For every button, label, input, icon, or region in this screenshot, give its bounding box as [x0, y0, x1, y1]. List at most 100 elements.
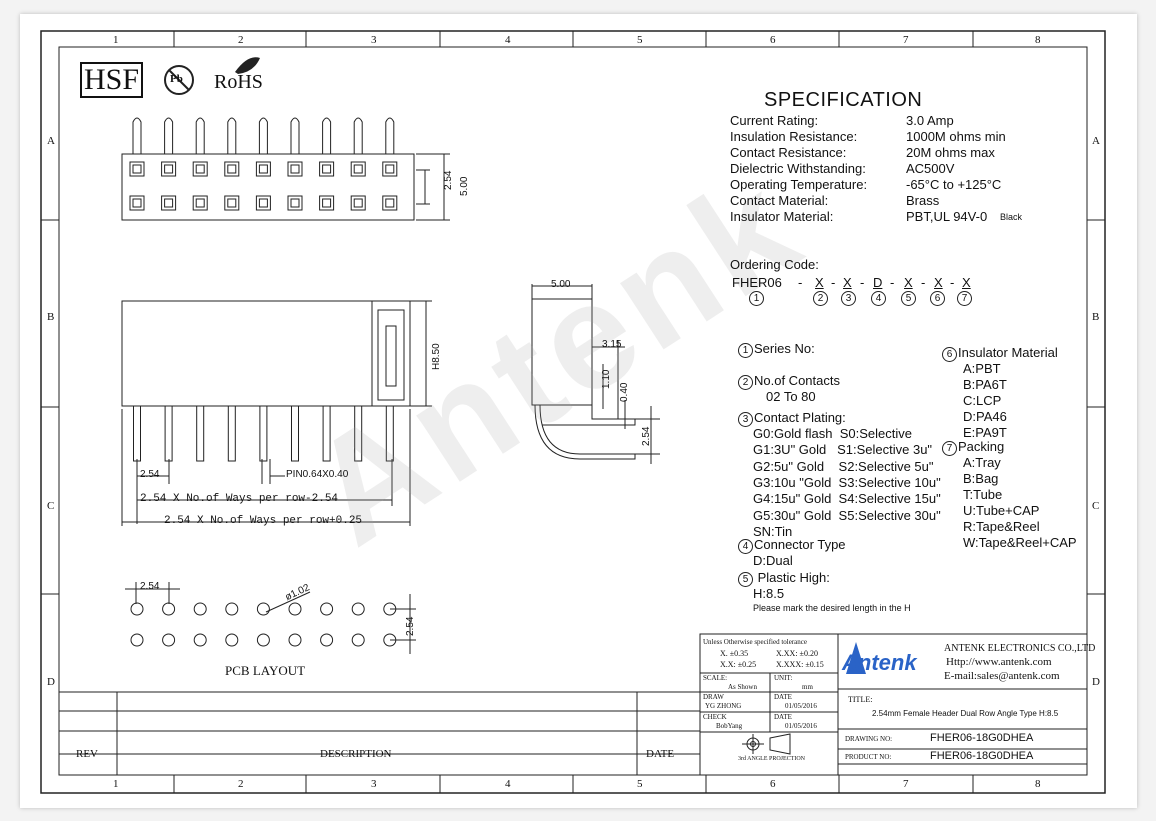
- ordering-number: 1: [749, 291, 764, 306]
- ordering-part: X: [815, 275, 824, 290]
- plating-item: G4:15u" Gold S4:Selective 15u": [753, 491, 941, 507]
- contact-hole: [164, 198, 174, 208]
- grid-col-bottom-1: 1: [113, 778, 119, 790]
- hsf-logo: HSF: [80, 62, 144, 98]
- ordering-part: X: [904, 275, 913, 290]
- spec-value: Brass: [906, 193, 940, 208]
- grid-col-bottom-6: 6: [770, 778, 776, 790]
- dim-side-110: 1.10: [601, 369, 612, 389]
- grid-col-top-3: 3: [371, 34, 377, 46]
- contact-hole: [290, 164, 300, 174]
- ordering-number: 3: [841, 291, 856, 306]
- scale-label: SCALE:: [703, 674, 728, 682]
- contact-hole: [322, 164, 332, 174]
- ordering-part: X: [934, 275, 943, 290]
- packing-item: T:Tube: [963, 487, 1003, 502]
- top-pin: [258, 117, 268, 154]
- contact-cell: [350, 195, 366, 211]
- front-pin: [385, 405, 394, 462]
- date-value-2: 01/05/2016: [785, 722, 817, 730]
- ordering-part: X: [962, 275, 971, 290]
- plating-item: G2:5u" Gold S2:Selective 5u": [753, 458, 934, 474]
- dim-side-254: 2.54: [641, 426, 652, 446]
- dim-side-315: 3.15: [602, 339, 622, 350]
- pcb-hole: [288, 602, 302, 616]
- grid-col-bottom-5: 5: [637, 778, 643, 790]
- contact-cell: [382, 161, 398, 177]
- dim-pcb-254a: 2.54: [140, 581, 160, 592]
- ordering-part: D: [873, 275, 883, 290]
- contact-cell: [287, 195, 303, 211]
- top-pin: [290, 117, 300, 154]
- insulator-item: D:PA46: [963, 409, 1007, 424]
- grid-col-top-4: 4: [505, 34, 511, 46]
- ordering-separator: -: [921, 275, 926, 290]
- tolerance-3: X.X: ±0.25: [720, 660, 757, 669]
- ordering-label: Ordering Code:: [730, 257, 819, 272]
- top-pin: [385, 117, 395, 154]
- tolerance-4: X.XXX: ±0.15: [776, 660, 824, 669]
- rev-header: REV: [76, 748, 98, 760]
- contact-cell: [161, 195, 177, 211]
- check-label: CHECK: [703, 713, 727, 721]
- option-high-value: H:8.5: [753, 586, 785, 601]
- draw-value: YG ZHONG: [705, 702, 742, 710]
- contact-cell: [192, 195, 208, 211]
- grid-row-left-D: D: [47, 676, 55, 688]
- plating-item: G0:Gold flash S0:Selective: [753, 426, 912, 441]
- top-pin: [164, 117, 174, 154]
- insulator-item: E:PA9T: [963, 425, 1007, 440]
- contact-hole: [195, 164, 205, 174]
- contact-hole: [322, 198, 332, 208]
- option-type-value: D:Dual: [753, 553, 793, 568]
- contact-hole: [164, 164, 174, 174]
- contact-cell: [350, 161, 366, 177]
- unit-value: mm: [802, 683, 813, 691]
- scale-value: As Shown: [728, 683, 757, 691]
- contact-cell: [287, 161, 303, 177]
- front-pin: [322, 405, 331, 462]
- pcb-hole: [320, 602, 334, 616]
- plating-item: G5:30u" Gold S5:Selective 30u": [753, 507, 941, 523]
- contact-hole: [132, 198, 142, 208]
- front-pin: [354, 405, 363, 462]
- contact-hole: [132, 164, 142, 174]
- unit-label: UNIT:: [774, 674, 793, 682]
- pcb-hole: [130, 602, 144, 616]
- title-label: TITLE:: [848, 695, 873, 704]
- pcb-hole: [193, 633, 207, 647]
- grid-col-top-8: 8: [1035, 34, 1041, 46]
- packing-item: W:Tape&Reel+CAP: [963, 535, 1077, 550]
- drawing-title: 2.54mm Female Header Dual Row Angle Type…: [872, 709, 1059, 718]
- packing-item: A:Tray: [963, 455, 1001, 470]
- pcb-hole: [162, 633, 176, 647]
- ordering-separator: -: [860, 275, 865, 290]
- check-value: BobYang: [716, 722, 743, 730]
- front-pin: [164, 405, 173, 462]
- dim-pitch: 2.54: [140, 469, 160, 480]
- grid-row-left-B: B: [47, 311, 55, 323]
- insulator-item: B:PA6T: [963, 377, 1007, 392]
- grid-col-bottom-2: 2: [238, 778, 244, 790]
- contact-hole: [227, 198, 237, 208]
- grid-col-bottom-4: 4: [505, 778, 511, 790]
- contact-cell: [192, 161, 208, 177]
- grid-row-right-B: B: [1092, 311, 1100, 323]
- contact-cell: [129, 161, 145, 177]
- ordering-number: 4: [871, 291, 886, 306]
- pcb-hole: [193, 602, 207, 616]
- pcb-hole: [162, 602, 176, 616]
- contact-hole: [227, 164, 237, 174]
- insulator-item: C:LCP: [963, 393, 1002, 408]
- pcb-layout-label: PCB LAYOUT: [225, 663, 306, 678]
- tolerance-1: X. ±0.35: [720, 649, 749, 658]
- contact-cell: [255, 195, 271, 211]
- ordering-separator: -: [798, 275, 803, 290]
- spec-value: 1000M ohms min: [906, 129, 1006, 144]
- grid-row-left-C: C: [47, 500, 55, 512]
- grid-row-right-D: D: [1092, 676, 1100, 688]
